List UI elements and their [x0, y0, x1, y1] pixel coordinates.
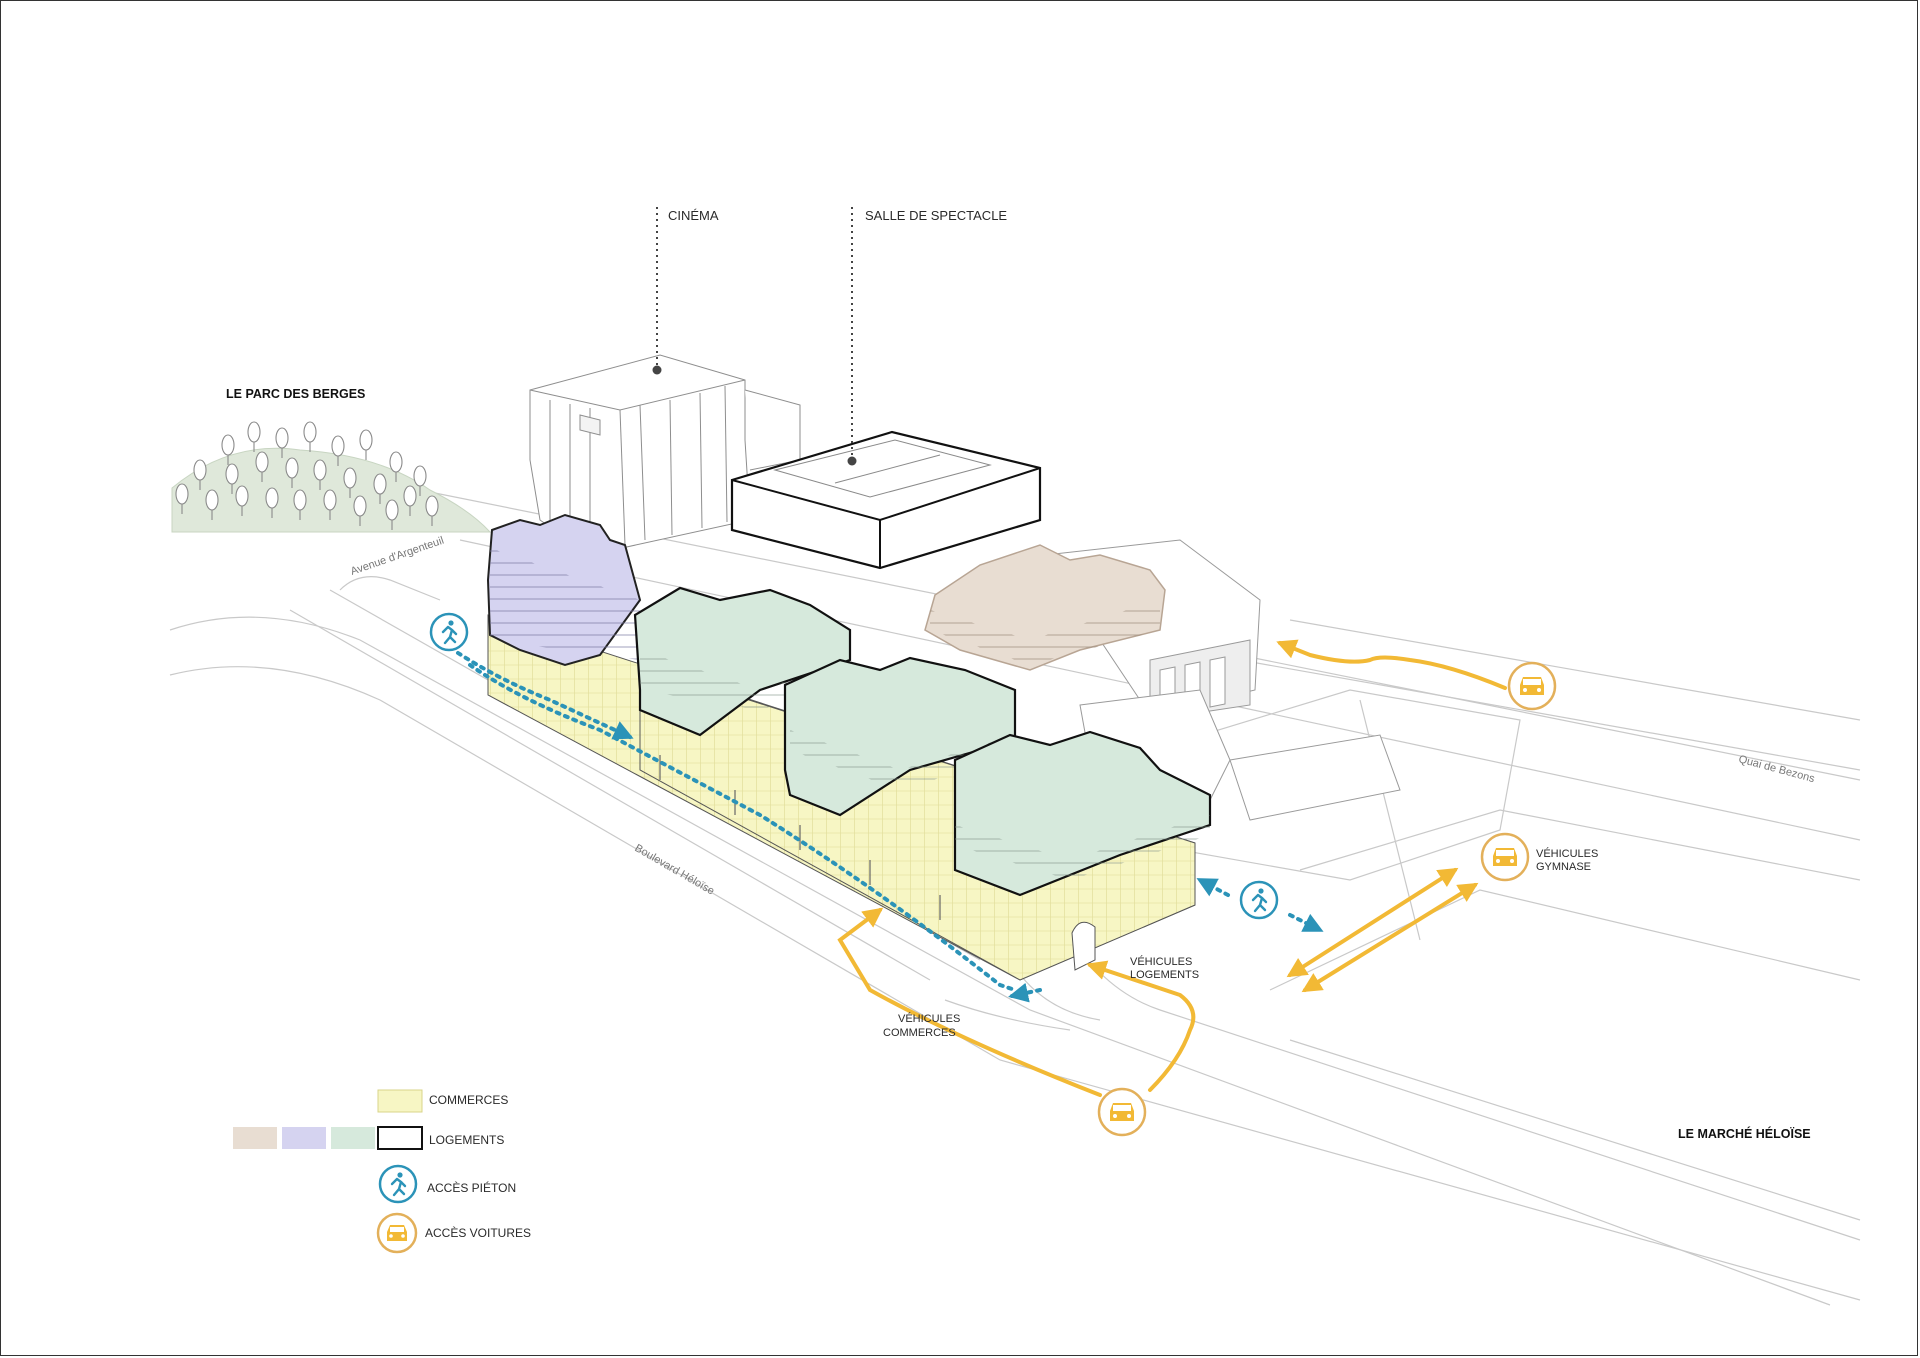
car-paths [837, 639, 1507, 1097]
tree-icon [359, 429, 373, 460]
tree-icon [221, 434, 235, 465]
tree-icon [385, 499, 399, 530]
tree-icon [175, 421, 439, 530]
tree-icon [331, 435, 345, 466]
tree-icon [353, 495, 367, 526]
tree-icon [373, 473, 387, 504]
tree-icon [425, 495, 439, 526]
legend-swatch-purple [282, 1127, 326, 1149]
tree-icon [275, 427, 289, 458]
tree-icon [313, 459, 327, 490]
car-icon [1097, 1087, 1147, 1137]
tree-icon [265, 487, 279, 518]
car-icon [376, 1212, 418, 1254]
housing-access-label-2: LOGEMENTS [1130, 969, 1199, 981]
shops-access-label-2: COMMERCES [883, 1027, 956, 1039]
street-avenue-label: Avenue d'Argenteuil [349, 535, 445, 578]
tree-icon [293, 489, 307, 520]
cinema-leader-dot [652, 365, 662, 375]
street-boulevard-label: Boulevard Héloïse [633, 842, 717, 897]
shops-access-label-1: VÉHICULES [898, 1012, 960, 1025]
legend-commerces-label: COMMERCES [429, 1093, 508, 1107]
tree-icon [285, 457, 299, 488]
market-label: LE MARCHÉ HÉLOÏSE [1678, 1126, 1811, 1141]
tree-icon [193, 459, 207, 490]
cinema-label: CINÉMA [668, 208, 719, 223]
tree-icon [235, 485, 249, 516]
legend-pedestrian-label: ACCÈS PIÉTON [427, 1180, 516, 1195]
legend-swatch-outline [377, 1126, 423, 1150]
tree-icon [175, 483, 189, 514]
legend-swatch-green [331, 1127, 375, 1149]
housing-access-label-1: VÉHICULES [1130, 955, 1192, 968]
logements-purple [486, 513, 642, 667]
pedestrian-icon [429, 612, 469, 652]
park-label: LE PARC DES BERGES [226, 387, 365, 401]
tree-icon [343, 467, 357, 498]
logements-beige [924, 544, 1166, 671]
cinema-building [529, 354, 801, 556]
tree-icon [205, 489, 219, 520]
tree-icon [413, 465, 427, 496]
car-icon [1480, 832, 1530, 882]
legend-logements-label: LOGEMENTS [429, 1133, 504, 1147]
tree-icon [225, 463, 239, 494]
pedestrian-icon [1239, 880, 1279, 920]
gym-access-label-2: GYMNASE [1536, 861, 1591, 873]
pedestrian-icon [378, 1164, 418, 1204]
legend: COMMERCES LOGEMENTS ACCÈS PIÉTON ACCÈS V… [233, 1089, 531, 1254]
theatre-leader-dot [847, 456, 857, 466]
theatre-label: SALLE DE SPECTACLE [865, 208, 1007, 223]
park [171, 421, 492, 533]
car-icon [1507, 661, 1557, 711]
gym-access-label-1: VÉHICULES [1536, 847, 1598, 860]
tree-icon [303, 421, 317, 452]
legend-swatch-commerces [377, 1089, 423, 1113]
tree-icon [403, 485, 417, 516]
tree-icon [255, 451, 269, 482]
tree-icon [389, 451, 403, 482]
legend-swatch-beige [233, 1127, 277, 1149]
logements-green-3 [953, 730, 1212, 897]
theatre-building [730, 430, 1042, 570]
tree-icon [247, 421, 261, 452]
legend-cars-label: ACCÈS VOITURES [425, 1225, 531, 1240]
tree-icon [323, 489, 337, 520]
